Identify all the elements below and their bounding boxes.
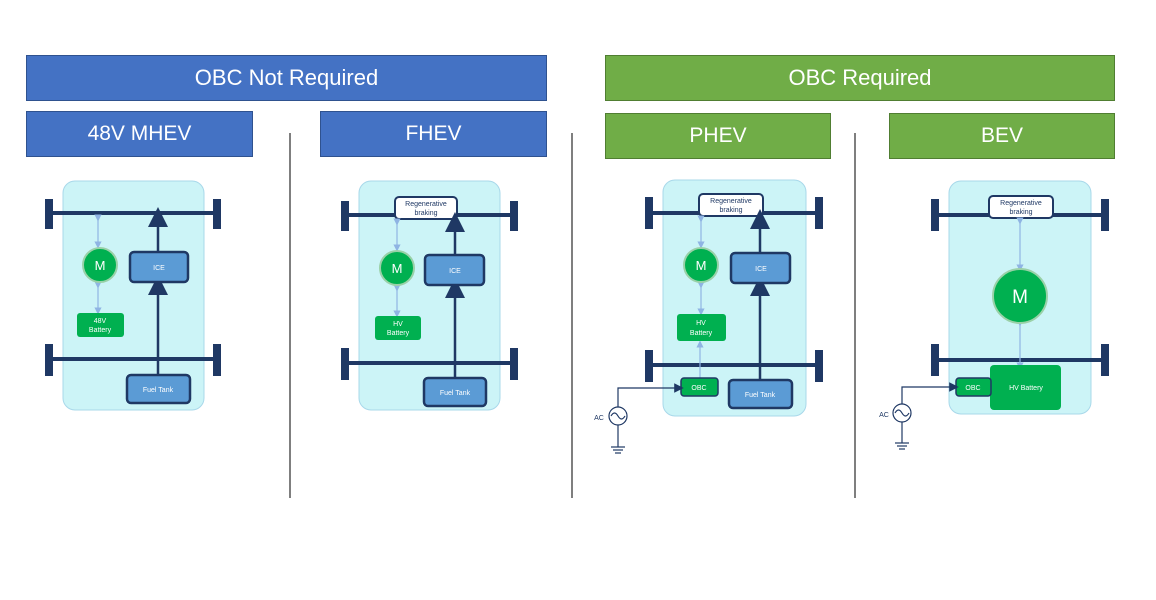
bev-wheel-rl bbox=[931, 344, 939, 376]
mhev-wheel-fr bbox=[213, 199, 221, 229]
phev-ac-sine-icon bbox=[610, 412, 626, 420]
fhev-motor bbox=[379, 250, 415, 286]
mhev-ice bbox=[128, 250, 190, 284]
phev-fuel-tank-label: Fuel Tank bbox=[745, 392, 776, 399]
obc-required-banner: OBC Required bbox=[605, 55, 1115, 101]
phev-ice bbox=[729, 251, 792, 285]
phev-battery-label-line1: HV bbox=[696, 320, 706, 327]
fhev-ice bbox=[423, 253, 486, 287]
bev-ac-label: AC bbox=[879, 412, 889, 419]
fhev-regen-box bbox=[394, 196, 458, 220]
fhev-regen-line2: braking bbox=[415, 210, 438, 217]
fhev-wheel-fr bbox=[510, 201, 518, 231]
phev-banner: PHEV bbox=[605, 113, 831, 159]
mhev-diagram: M 48V Battery ICE Fuel Tank bbox=[45, 180, 221, 411]
mhev-fuel-tank-label: Fuel Tank bbox=[143, 387, 174, 394]
bev-wheel-rr bbox=[1101, 344, 1109, 376]
divider-phev-bev bbox=[854, 133, 856, 498]
mhev-48v-battery bbox=[77, 313, 124, 337]
obc-not-required-label: OBC Not Required bbox=[194, 65, 379, 90]
fhev-diagram: Regenerative braking M HV Battery ICE Fu… bbox=[341, 180, 518, 411]
fhev-label: FHEV bbox=[405, 122, 462, 145]
bev-motor-label: M bbox=[1012, 287, 1028, 308]
divider-mhev-fhev bbox=[289, 133, 291, 498]
mhev-fuel-tank bbox=[125, 373, 192, 405]
bev-ac-obc-wire bbox=[901, 382, 959, 405]
phev-ac-obc-wire bbox=[617, 383, 684, 408]
phev-regen-line1: Regenerative bbox=[710, 198, 752, 205]
fhev-motor-label: M bbox=[392, 261, 403, 276]
fhev-fuel-tank-label: Fuel Tank bbox=[440, 390, 471, 397]
bev-regen-line2: braking bbox=[1010, 209, 1033, 216]
fhev-wheel-rr bbox=[510, 348, 518, 380]
phev-label: PHEV bbox=[689, 124, 747, 147]
phev-motor-label: M bbox=[696, 258, 707, 273]
phev-wheel-rr bbox=[815, 350, 823, 382]
phev-fuel-tank bbox=[727, 378, 794, 410]
fhev-fuel-tank bbox=[422, 376, 488, 408]
phev-wheel-rl bbox=[645, 350, 653, 382]
mhev-wheel-fl bbox=[45, 199, 53, 229]
fhev-banner: FHEV bbox=[320, 111, 547, 157]
phev-obc-label: OBC bbox=[691, 385, 706, 392]
bev-motor bbox=[992, 268, 1048, 324]
mhev-wheel-rl bbox=[45, 344, 53, 376]
fhev-hv-battery bbox=[375, 316, 421, 340]
fhev-wheel-fl bbox=[341, 201, 349, 231]
bev-obc-label: OBC bbox=[965, 385, 980, 392]
obc-required-label: OBC Required bbox=[788, 65, 932, 90]
phev-motor bbox=[683, 247, 719, 283]
phev-diagram: Regenerative braking M HV Battery OBC AC… bbox=[594, 179, 823, 454]
bev-wheel-fl bbox=[931, 199, 939, 231]
fhev-battery-label-line1: HV bbox=[393, 321, 403, 328]
phev-ice-label: ICE bbox=[755, 266, 767, 273]
phev-battery-label-line2: Battery bbox=[690, 330, 713, 337]
phev-wheel-fl bbox=[645, 197, 653, 229]
divider-fhev-phev bbox=[571, 133, 573, 498]
mhev-wheel-rr bbox=[213, 344, 221, 376]
phev-hv-battery bbox=[677, 314, 726, 341]
phev-regen-line2: braking bbox=[720, 207, 743, 214]
bev-label: BEV bbox=[980, 124, 1024, 147]
fhev-battery-label-line2: Battery bbox=[387, 330, 410, 337]
bev-regen-line1: Regenerative bbox=[1000, 200, 1042, 207]
fhev-wheel-rl bbox=[341, 348, 349, 380]
mhev-label: 48V MHEV bbox=[87, 122, 192, 145]
mhev-motor bbox=[82, 247, 118, 283]
mhev-motor-label: M bbox=[95, 258, 106, 273]
bev-ac-sine-icon bbox=[894, 409, 910, 417]
bev-diagram: Regenerative braking M HV Battery OBC AC bbox=[879, 180, 1109, 450]
mhev-ice-label: ICE bbox=[153, 265, 165, 272]
obc-not-required-banner: OBC Not Required bbox=[26, 55, 547, 101]
bev-wheel-fr bbox=[1101, 199, 1109, 231]
fhev-ice-label: ICE bbox=[449, 268, 461, 275]
phev-wheel-fr bbox=[815, 197, 823, 229]
fhev-regen-line1: Regenerative bbox=[405, 201, 447, 208]
mhev-banner: 48V MHEV bbox=[26, 111, 253, 157]
bev-battery-label: HV Battery bbox=[1009, 385, 1043, 392]
phev-regen-box bbox=[698, 193, 764, 217]
mhev-battery-label-line1: 48V bbox=[94, 318, 107, 325]
mhev-battery-label-line2: Battery bbox=[89, 327, 112, 334]
bev-hv-battery bbox=[990, 365, 1061, 410]
phev-ac-label: AC bbox=[594, 415, 604, 422]
bev-banner: BEV bbox=[889, 113, 1115, 159]
